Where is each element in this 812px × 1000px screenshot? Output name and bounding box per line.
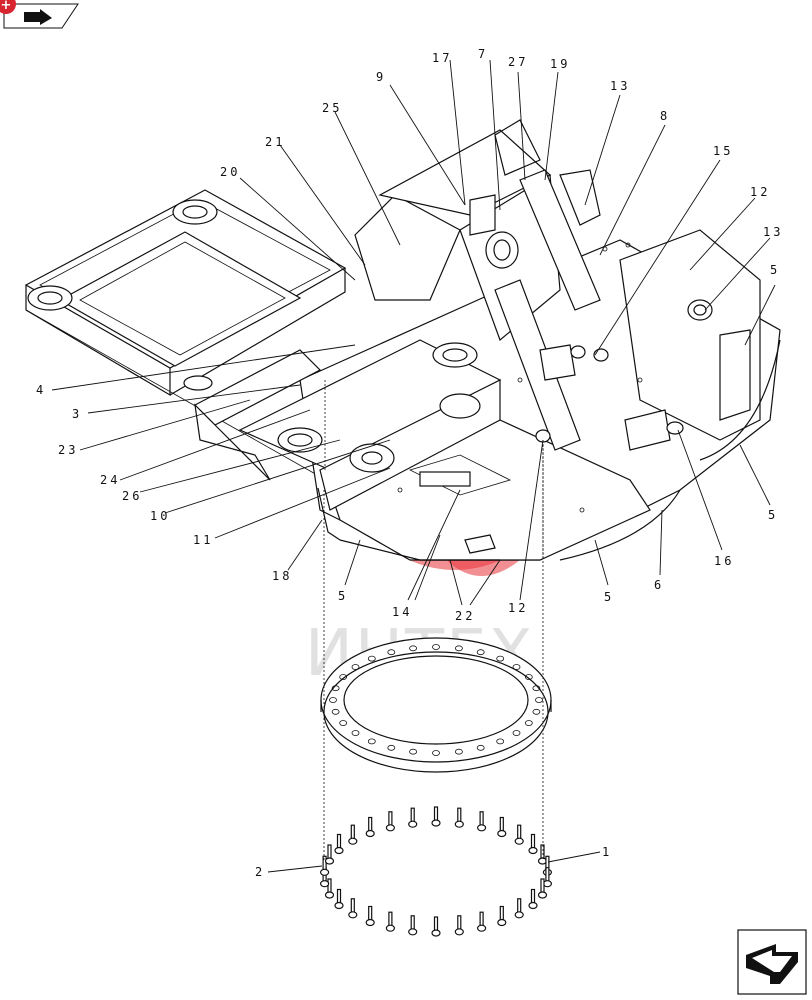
leader-lines <box>51 59 776 873</box>
bolt <box>528 833 538 855</box>
left-frame-assembly <box>24 189 347 481</box>
slew-ring-bearing <box>320 637 552 773</box>
bolt <box>324 878 335 899</box>
bolt <box>477 911 487 932</box>
bolt <box>324 844 335 865</box>
callout-9: 9 <box>376 70 386 84</box>
callout-12: 12 <box>750 185 770 199</box>
bolt <box>385 911 395 932</box>
callout-10: 10 <box>150 509 170 523</box>
bolt <box>431 806 441 827</box>
callout-19: 19 <box>550 57 570 71</box>
callout-24: 24 <box>100 473 120 487</box>
ring-bolt-hole <box>329 697 337 703</box>
callout-26: 26 <box>122 489 142 503</box>
ring-bolt-hole <box>432 644 440 650</box>
ring-bolt-hole <box>476 649 485 656</box>
ring-bolt-hole <box>512 664 521 670</box>
bolt <box>477 811 487 832</box>
callout-5: 5 <box>770 263 780 277</box>
ring-bolt-hole <box>496 738 505 745</box>
ring-bolt-hole <box>524 720 533 726</box>
callout-8: 8 <box>660 109 670 123</box>
bolt <box>365 905 375 927</box>
callout-7: 7 <box>478 47 488 61</box>
callout-11: 11 <box>193 533 213 547</box>
ring-bolt-hole <box>532 708 541 715</box>
bolt <box>431 916 441 937</box>
bolt <box>334 833 344 855</box>
callout-2: 2 <box>255 865 265 879</box>
callout-5: 5 <box>768 508 778 522</box>
callout-labels: 17 7 27 19 9 13 25 8 21 15 20 12 13 5 4 … <box>36 47 783 879</box>
bolt <box>334 888 344 910</box>
callout-22: 22 <box>455 609 475 623</box>
ring-bolt-hole <box>367 738 376 745</box>
callout-3: 3 <box>72 407 82 421</box>
callout-6: 6 <box>654 578 664 592</box>
callout-23: 23 <box>58 443 78 457</box>
bolt <box>348 824 358 845</box>
callout-14: 14 <box>392 605 412 619</box>
bolt <box>365 816 375 838</box>
ring-bolt-hole <box>512 730 521 736</box>
ring-bolt-hole <box>524 674 533 680</box>
bolt <box>408 915 418 936</box>
bolt <box>497 905 507 927</box>
callout-12: 12 <box>508 601 528 615</box>
callout-17: 17 <box>432 51 452 65</box>
callout-21: 21 <box>265 135 285 149</box>
ring-bolt-hole <box>387 649 396 656</box>
bolt <box>542 867 553 888</box>
ring-bolt-hole <box>476 744 485 751</box>
bolt <box>454 915 464 936</box>
ring-bolt-hole <box>409 748 418 755</box>
ring-bolt-hole <box>339 674 348 680</box>
bolt <box>537 878 548 899</box>
main-frame-assembly <box>193 119 781 561</box>
nav-next-tab[interactable] <box>737 929 807 995</box>
callout-5: 5 <box>338 589 348 603</box>
ring-bolt-hole <box>367 655 376 662</box>
bolt <box>514 824 524 845</box>
bolt-set <box>320 806 553 937</box>
ring-bolt-hole <box>454 645 463 652</box>
bolt <box>514 898 524 919</box>
ring-bolt-hole <box>532 685 541 692</box>
ring-bolt-hole <box>535 697 543 703</box>
callout-15: 15 <box>713 144 733 158</box>
callout-16: 16 <box>714 554 734 568</box>
bolt <box>320 855 330 876</box>
ring-bolt-hole <box>351 730 360 736</box>
callout-13: 13 <box>763 225 783 239</box>
nav-back-tab[interactable] <box>3 3 79 29</box>
ring-bolt-hole <box>331 685 340 692</box>
callout-13: 13 <box>610 79 630 93</box>
bolt <box>537 844 548 865</box>
bolt <box>408 807 418 828</box>
add-badge-icon[interactable]: + <box>0 0 16 14</box>
ring-bolt-hole <box>387 744 396 751</box>
callout-25: 25 <box>322 101 342 115</box>
bolt <box>497 816 507 838</box>
bolt <box>528 888 538 910</box>
ring-bolt-hole <box>496 655 505 662</box>
ring-bolt-hole <box>331 708 340 715</box>
callout-27: 27 <box>508 55 528 69</box>
ring-bolt-hole <box>454 748 463 755</box>
bolt <box>348 898 358 919</box>
ring-bolt-hole <box>409 645 418 652</box>
callout-18: 18 <box>272 569 292 583</box>
svg-text:+: + <box>1 0 12 13</box>
ring-bolt-hole <box>351 664 360 670</box>
ring-bolt-hole <box>339 720 348 726</box>
callout-20: 20 <box>220 165 240 179</box>
ring-bolt-hole <box>432 750 440 756</box>
callout-1: 1 <box>602 845 612 859</box>
bolt <box>454 807 464 828</box>
callout-5: 5 <box>604 590 614 604</box>
bolt <box>385 811 395 832</box>
callout-4: 4 <box>36 383 46 397</box>
